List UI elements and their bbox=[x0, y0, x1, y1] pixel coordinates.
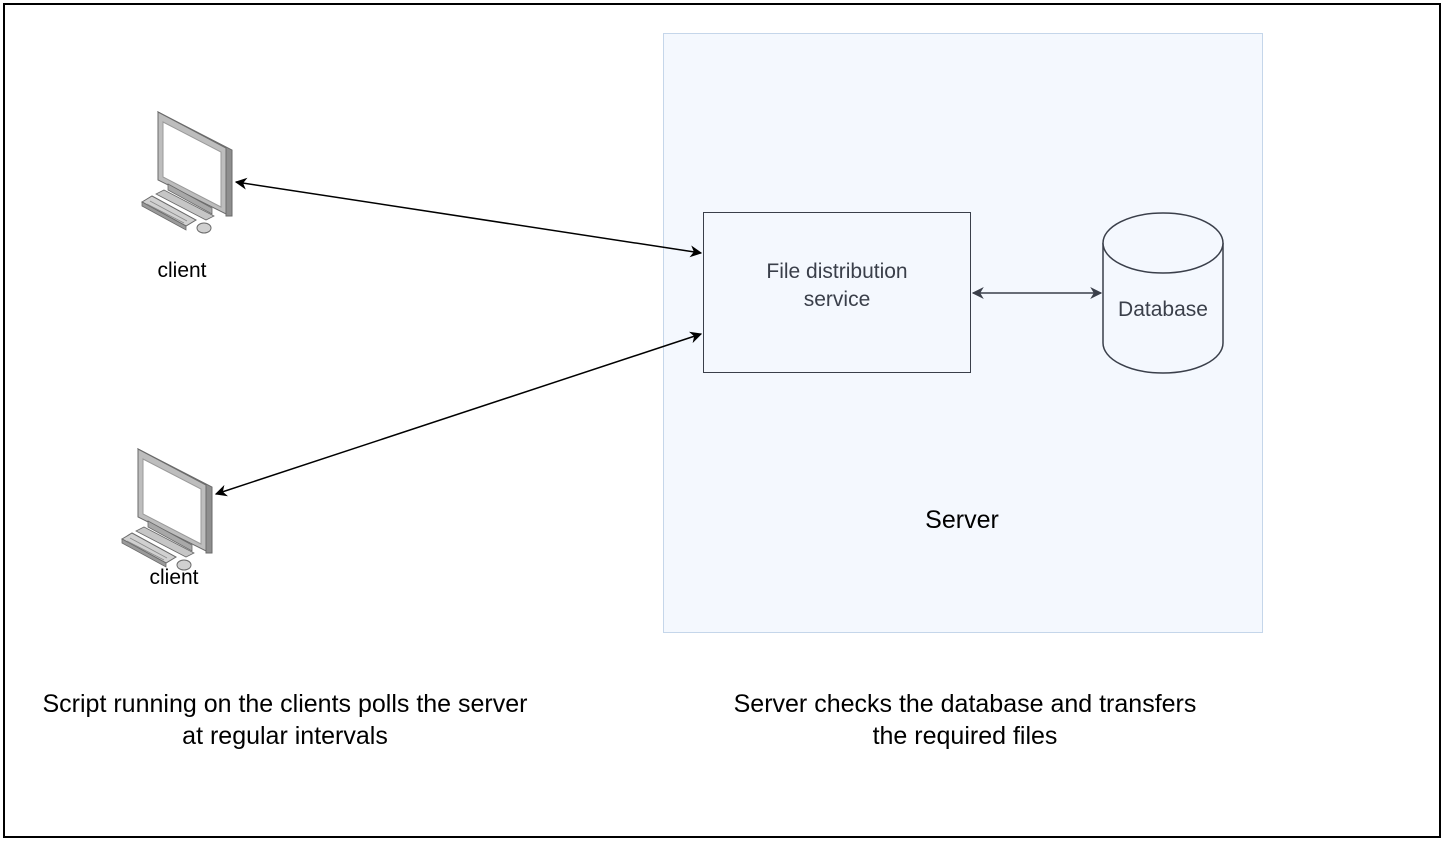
service-label: File distribution service bbox=[766, 259, 908, 311]
client-top-computer-icon bbox=[140, 110, 233, 234]
file-distribution-service-node: File distribution service bbox=[703, 212, 971, 373]
server-label: Server bbox=[925, 506, 999, 534]
server-caption: Server checks the database and transfers… bbox=[733, 690, 1197, 750]
client-bottom-computer-icon bbox=[120, 447, 213, 571]
client-bottom-label: client bbox=[149, 566, 199, 589]
client-caption: Script running on the clients polls the … bbox=[42, 690, 528, 750]
database-cylinder-icon bbox=[1102, 212, 1224, 374]
client-top-service-arrow bbox=[234, 177, 703, 258]
client-top-label: client bbox=[157, 259, 207, 282]
client-bottom-service-arrow bbox=[214, 331, 703, 497]
diagram-frame bbox=[3, 3, 1441, 838]
database-label: Database bbox=[1118, 298, 1208, 321]
